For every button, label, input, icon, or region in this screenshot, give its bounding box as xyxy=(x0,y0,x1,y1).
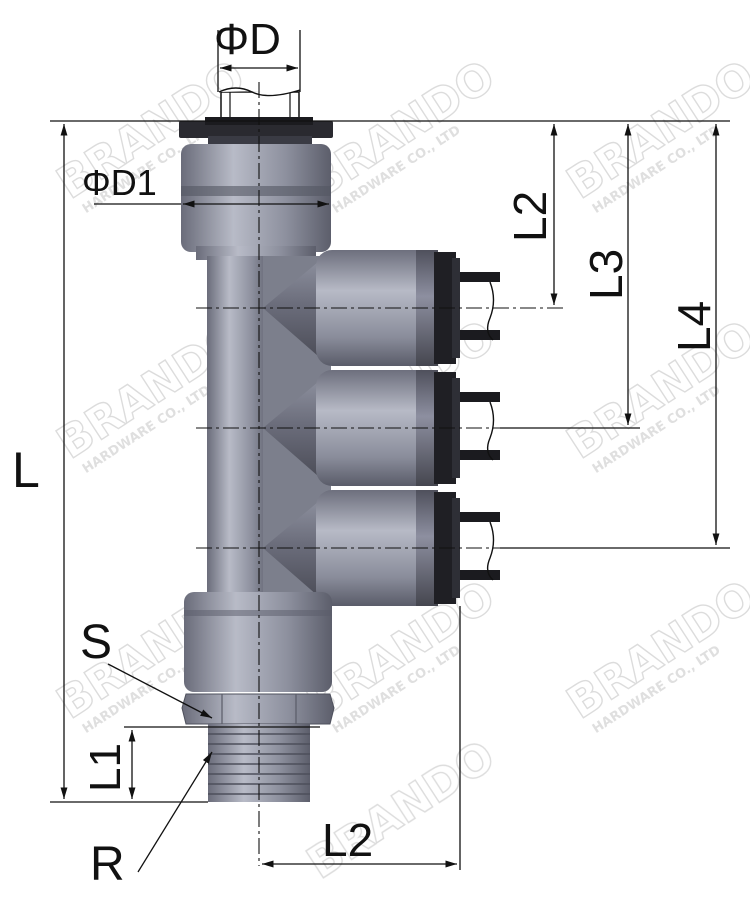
label-l4: L4 xyxy=(668,301,720,352)
watermark-brand: BRANDO xyxy=(558,571,750,729)
label-l2-bottom: L2 xyxy=(322,814,373,866)
label-phi-d: ΦD xyxy=(214,15,281,64)
lower-body xyxy=(184,592,332,692)
dimension-labels: ΦD ΦD1 L L1 L2 L3 L4 L2 S R xyxy=(12,15,720,891)
label-r: R xyxy=(90,838,125,891)
label-l: L xyxy=(12,442,40,498)
watermark-brand: BRANDO xyxy=(558,51,750,209)
dimension-lines xyxy=(50,30,730,873)
label-l3: L3 xyxy=(580,249,632,300)
label-phi-d1: ΦD1 xyxy=(82,162,157,203)
label-l1: L1 xyxy=(81,743,130,792)
label-l2-top: L2 xyxy=(504,191,556,242)
upper-body xyxy=(181,144,331,260)
watermark-brand: BRANDO xyxy=(558,311,750,469)
label-s: S xyxy=(80,616,112,669)
hex-nut xyxy=(181,693,335,725)
center-lines xyxy=(196,82,566,866)
